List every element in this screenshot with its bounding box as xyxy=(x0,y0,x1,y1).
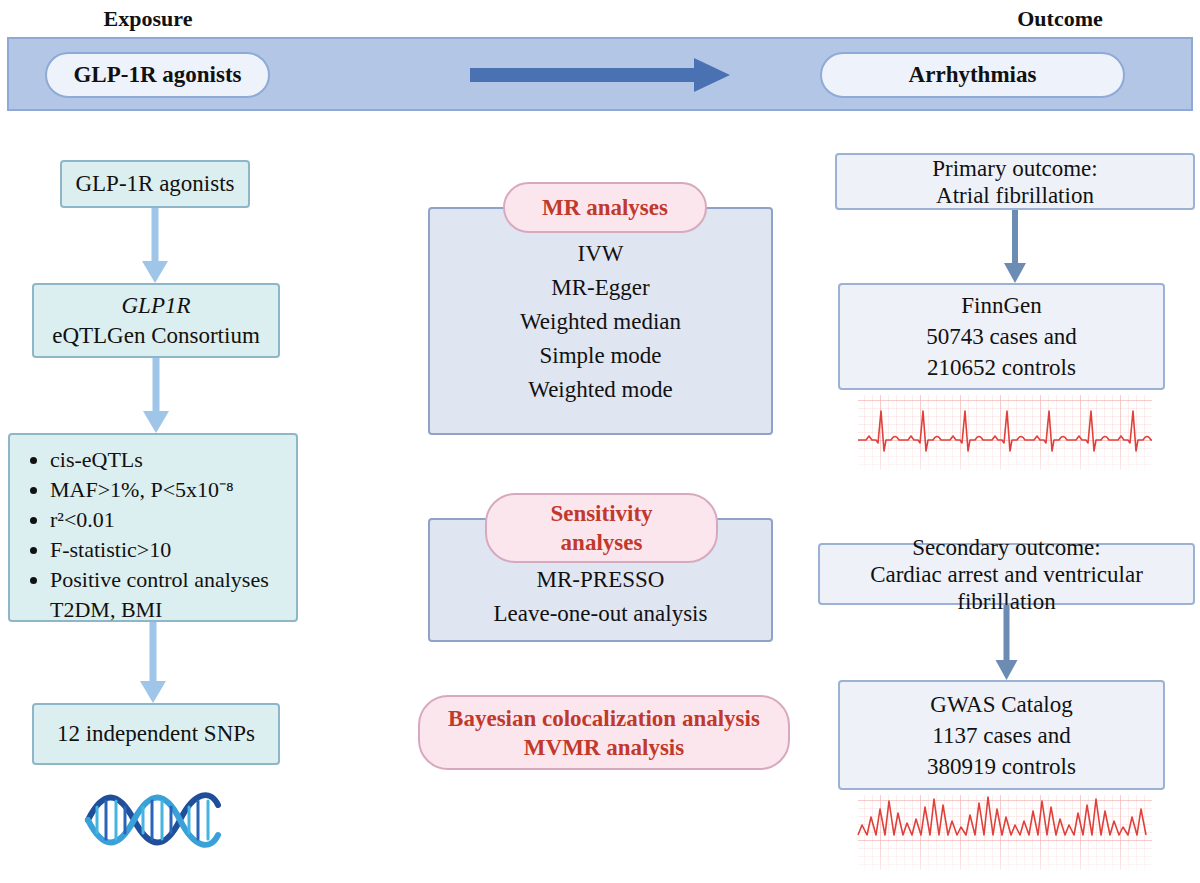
exposure-pill: GLP-1R agonists xyxy=(45,52,270,98)
bullet-item: F-statistic>10 xyxy=(50,535,300,565)
node-text: FinnGen xyxy=(961,290,1042,321)
bullet-dot xyxy=(30,547,37,554)
bullet-dot xyxy=(30,577,37,584)
arrow-shape xyxy=(140,622,166,703)
node-text: Cardiac arrest and ventricular fibrillat… xyxy=(820,561,1193,615)
node-text: MR analyses xyxy=(542,193,668,222)
node-text: 50743 cases and 210652 controls xyxy=(899,321,1104,383)
bullet-item: Positive control analyses T2DM, BMI xyxy=(50,565,300,625)
process-box: GLP1ReQTLGen Consortium xyxy=(32,283,280,358)
node-text: Weighted median xyxy=(520,305,681,339)
node-text: cis-eQTLs xyxy=(50,447,143,472)
arrow-shape xyxy=(1004,210,1026,283)
node-text: eQTLGen Consortium xyxy=(52,321,260,351)
node-text: Weighted mode xyxy=(528,373,672,407)
node-text: GLP-1R agonists xyxy=(75,169,234,199)
criteria-box: cis-eQTLsMAF>1%, P<5x10⁻⁸ r²<0.01F-statis… xyxy=(8,433,298,622)
node-text: GWAS Catalog xyxy=(930,689,1072,720)
node-text: Positive control analyses T2DM, BMI xyxy=(50,567,269,622)
analysis-pill: Bayesian colocalization analysisMVMR ana… xyxy=(418,695,790,770)
bullet-item: r²<0.01 xyxy=(50,505,300,535)
flow-arrow xyxy=(143,358,169,433)
dna-illustration xyxy=(88,795,218,845)
bullet-dot xyxy=(30,457,37,464)
node-text: Arrhythmias xyxy=(909,60,1037,90)
node-text: MAF>1%, P<5x10⁻⁸ xyxy=(50,477,234,502)
node-text: GLP-1R agonists xyxy=(73,60,241,90)
heading-pill: Sensitivity analyses xyxy=(485,493,718,563)
node-text: Bayesian colocalization analysis xyxy=(448,704,760,733)
method-box: IVWMR-EggerWeighted medianSimple modeWei… xyxy=(428,207,773,435)
node-text: Atrial fibrillation xyxy=(936,182,1094,209)
node-text: Sensitivity analyses xyxy=(532,499,672,557)
node-text: Simple mode xyxy=(539,339,661,373)
node-text: MR-Egger xyxy=(551,271,649,305)
node-text: Secondary outcome: xyxy=(912,534,1100,561)
process-box: 12 independent SNPs xyxy=(32,703,280,765)
data-source-box: GWAS Catalog1137 cases and 380919 contro… xyxy=(838,680,1165,790)
ecg-fibrillation-illustration xyxy=(858,795,1152,870)
method-box: MR-PRESSOLeave-one-out analysisSensitivi… xyxy=(428,518,773,642)
data-source-box: FinnGen50743 cases and 210652 controls xyxy=(838,283,1165,390)
node-text: Leave-one-out analysis xyxy=(494,597,708,631)
node-text: 12 independent SNPs xyxy=(57,719,255,749)
node-text: MVMR analysis xyxy=(524,733,684,762)
flow-arrow xyxy=(996,605,1018,680)
arrow-shape xyxy=(142,208,168,283)
ecg-sinus-illustration xyxy=(858,395,1152,470)
node-text: IVW xyxy=(578,237,624,271)
flow-arrow xyxy=(142,208,168,283)
header-band xyxy=(8,38,1192,110)
outcome-pill: Arrhythmias xyxy=(820,52,1125,98)
bullet-item: cis-eQTLs xyxy=(50,445,300,475)
node-text: GLP1R xyxy=(122,291,191,321)
heading-pill: MR analyses xyxy=(503,182,707,233)
node-text: MR-PRESSO xyxy=(537,563,665,597)
node-text: 1137 cases and 380919 controls xyxy=(899,720,1104,782)
arrow-shape xyxy=(470,58,730,92)
arrow-shape xyxy=(996,605,1018,680)
node-text: Primary outcome: xyxy=(932,155,1097,182)
outcome-box: Secondary outcome:Cardiac arrest and ven… xyxy=(818,543,1195,605)
bullet-dot xyxy=(30,487,37,494)
process-box: GLP-1R agonists xyxy=(60,160,250,208)
flow-arrow xyxy=(470,58,730,92)
bullet-item: MAF>1%, P<5x10⁻⁸ xyxy=(50,475,300,505)
section-heading: Outcome xyxy=(970,6,1150,32)
flow-arrow xyxy=(1004,210,1026,283)
section-heading: Exposure xyxy=(58,6,238,32)
flow-arrow xyxy=(140,622,166,703)
node-text: F-statistic>10 xyxy=(50,537,171,562)
bullet-dot xyxy=(30,517,37,524)
arrow-shape xyxy=(143,358,169,433)
outcome-box: Primary outcome:Atrial fibrillation xyxy=(835,153,1195,210)
node-text: r²<0.01 xyxy=(50,507,115,532)
